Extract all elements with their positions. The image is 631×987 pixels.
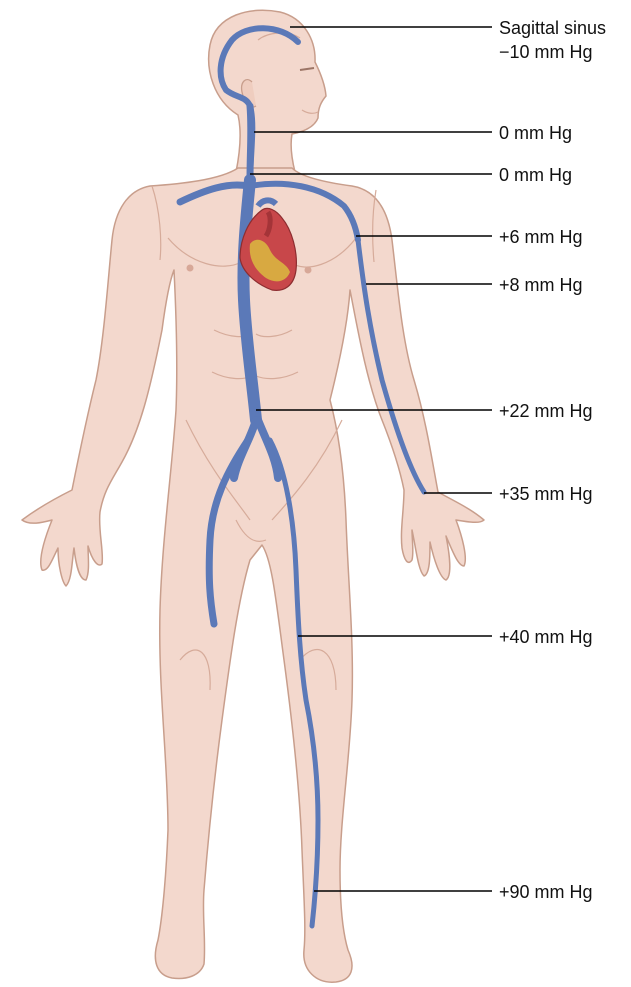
- nipple-left: [186, 264, 194, 272]
- venous-system: [176, 25, 427, 929]
- jugular-vein: [246, 102, 255, 184]
- right-iliac-vein: [254, 416, 282, 482]
- label-arm: +8 mm Hg: [499, 275, 583, 295]
- label-sagittal-sinus-value: −10 mm Hg: [499, 42, 593, 62]
- label-abdomen: +22 mm Hg: [499, 401, 593, 421]
- label-vena-cava-upper: 0 mm Hg: [499, 165, 572, 185]
- body-silhouette: [21, 167, 485, 983]
- label-jugular: 0 mm Hg: [499, 123, 572, 143]
- label-knee: +40 mm Hg: [499, 627, 593, 647]
- eye: [299, 67, 315, 71]
- vena-cava: [237, 174, 262, 426]
- arm-vein: [355, 237, 427, 495]
- label-sagittal-sinus-title: Sagittal sinus: [499, 18, 606, 38]
- left-femoral-vein: [205, 436, 252, 628]
- right-leg-vein: [267, 437, 321, 929]
- left-subclavian-vein: [176, 181, 252, 206]
- leader-lines: [250, 26, 492, 892]
- label-ankle: +90 mm Hg: [499, 882, 593, 902]
- right-subclavian-vein: [247, 180, 361, 243]
- heart: [239, 197, 297, 291]
- nipple-right: [304, 266, 312, 274]
- pressure-labels: Sagittal sinus −10 mm Hg 0 mm Hg 0 mm Hg…: [499, 18, 606, 902]
- label-subclavian: +6 mm Hg: [499, 227, 583, 247]
- label-wrist: +35 mm Hg: [499, 484, 593, 504]
